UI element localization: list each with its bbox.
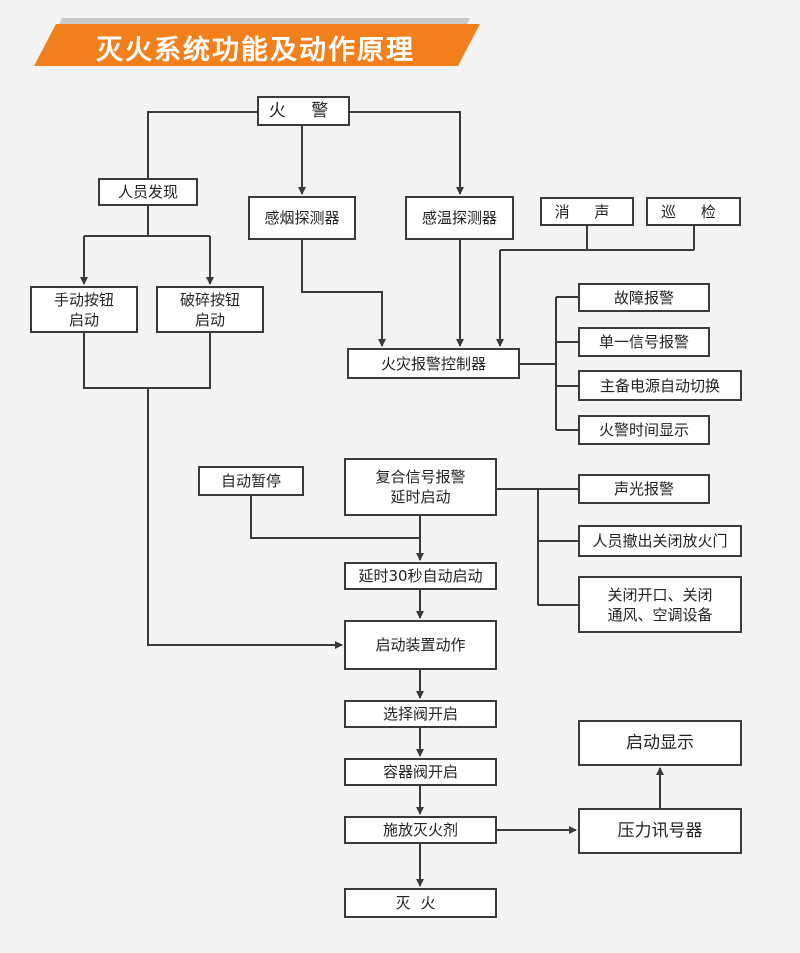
node-break-button: 破碎按钮 启动 (156, 286, 264, 333)
node-alarm-time-display: 火警时间显示 (578, 415, 710, 445)
node-pressure-switch: 压力讯号器 (578, 808, 742, 854)
node-release-agent: 施放灭火剂 (344, 816, 497, 844)
page-title: 灭火系统功能及动作原理 (96, 35, 415, 66)
node-close-ventilation-label: 关闭开口、关闭 通风、空调设备 (607, 585, 713, 624)
node-fire-alarm: 火 警 (257, 96, 350, 126)
node-heat-detector: 感温探测器 (405, 196, 514, 240)
node-smoke-detector: 感烟探测器 (248, 196, 356, 240)
node-manual-button-label: 手动按钮 启动 (53, 290, 114, 329)
node-close-ventilation: 关闭开口、关闭 通风、空调设备 (578, 576, 742, 633)
node-evacuate: 人员撤出关闭放火门 (578, 525, 742, 557)
node-selector-valve: 选择阀开启 (344, 700, 497, 728)
connector-pause-to-delay (250, 496, 420, 539)
node-person-found: 人员发现 (98, 178, 198, 206)
node-start-display: 启动显示 (578, 720, 742, 766)
node-extinguish: 灭火 (344, 888, 497, 918)
connector-alarm-to-person (147, 111, 257, 178)
node-composite-alarm-label: 复合信号报警 延时启动 (375, 468, 466, 506)
connector-smoke-to-controller (301, 240, 386, 347)
node-single-signal-alarm: 单一信号报警 (578, 327, 710, 357)
node-alarm-controller: 火灾报警控制器 (347, 348, 520, 379)
node-inspect: 巡 检 (646, 197, 741, 226)
node-sound-light-alarm: 声光报警 (578, 474, 710, 504)
node-delay-start: 延时30秒自动启动 (344, 562, 497, 590)
node-fault-alarm: 故障报警 (578, 283, 710, 312)
connector-join-to-device (147, 388, 343, 649)
connector-alarm-to-heat (350, 111, 464, 195)
node-auto-pause: 自动暂停 (198, 466, 304, 496)
title-banner-bg (34, 24, 480, 66)
node-device-start: 启动装置动作 (344, 620, 497, 670)
title-banner (34, 18, 480, 66)
node-silence: 消 声 (540, 197, 634, 226)
node-composite-alarm: 复合信号报警 延时启动 (344, 458, 497, 516)
node-container-valve: 容器阀开启 (344, 758, 497, 786)
node-power-switch: 主备电源自动切换 (578, 370, 742, 401)
node-break-button-label: 破碎按钮 启动 (179, 290, 240, 329)
node-manual-button: 手动按钮 启动 (30, 286, 138, 333)
connector-manual-join (83, 333, 211, 389)
